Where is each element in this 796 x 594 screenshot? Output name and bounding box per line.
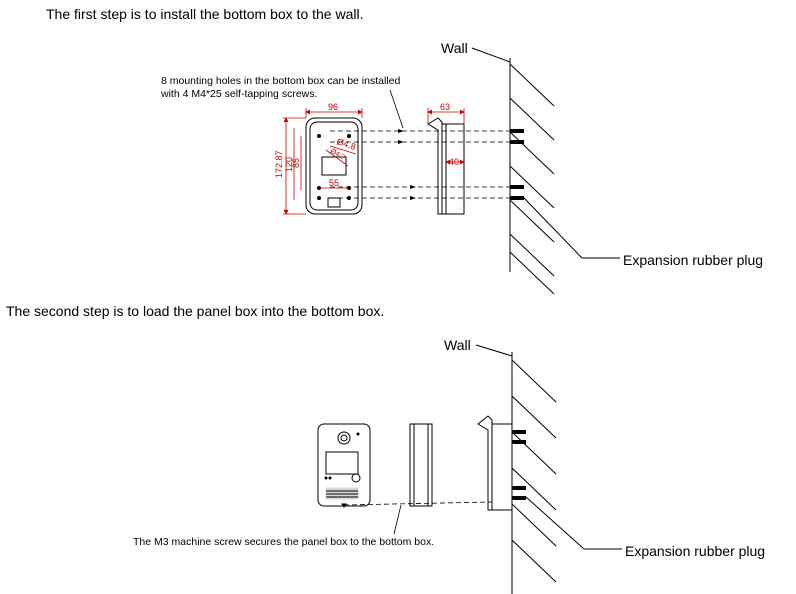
step1-screw-lines (330, 130, 510, 199)
step1-rubber-plugs (510, 129, 524, 200)
step2-wall (511, 352, 557, 594)
step1-wall-label: Wall (441, 40, 468, 56)
dim-depth: 63 (440, 102, 450, 112)
step1-note-leader (389, 89, 404, 129)
step2-wall-leader (475, 344, 513, 357)
step2-rubber-plugs (512, 430, 526, 500)
step1-wall (509, 58, 555, 295)
dim-height-b: 85 (291, 158, 301, 168)
step2-panel-box-side (409, 423, 433, 507)
step2-note-leader (393, 504, 402, 535)
step1-side-dim-labels: 63 40 (440, 102, 459, 167)
step1-dimensions-front (283, 108, 363, 215)
dim-hole-spacing: 55 (329, 178, 339, 188)
step1-dimensions-side (427, 108, 465, 165)
step1-note-line1: 8 mounting holes in the bottom box can b… (161, 75, 401, 87)
step2-plug-leader (525, 496, 622, 550)
step1-note-line2: with 4 M4*25 self-tapping screws. (161, 88, 318, 100)
step1-plug-label: Expansion rubber plug (623, 252, 764, 268)
step2-title: The second step is to load the panel box… (6, 303, 385, 319)
step2-bottom-box-side (477, 415, 512, 511)
step2-wall-label: Wall (444, 337, 471, 353)
step1-bottom-box-front (305, 117, 363, 215)
dim-inner-depth: 40 (449, 157, 459, 167)
step1-title: The first step is to install the bottom … (46, 6, 364, 22)
step1-wall-leader (471, 47, 511, 63)
step2-screw-line (343, 501, 493, 506)
step1-plug-leader (523, 197, 620, 259)
dim-hole-dia-a: Ø4.8 (335, 136, 357, 152)
step2-note: The M3 machine screw secures the panel b… (133, 536, 435, 548)
dim-width: 96 (328, 102, 338, 112)
step1-screws (398, 129, 416, 200)
dim-height-a: 120 (284, 157, 294, 172)
step2-panel-front (317, 423, 371, 508)
dim-height-total: 172.87 (274, 150, 284, 178)
step2-plug-label: Expansion rubber plug (625, 543, 766, 559)
step1-bottom-box-side (427, 117, 465, 215)
